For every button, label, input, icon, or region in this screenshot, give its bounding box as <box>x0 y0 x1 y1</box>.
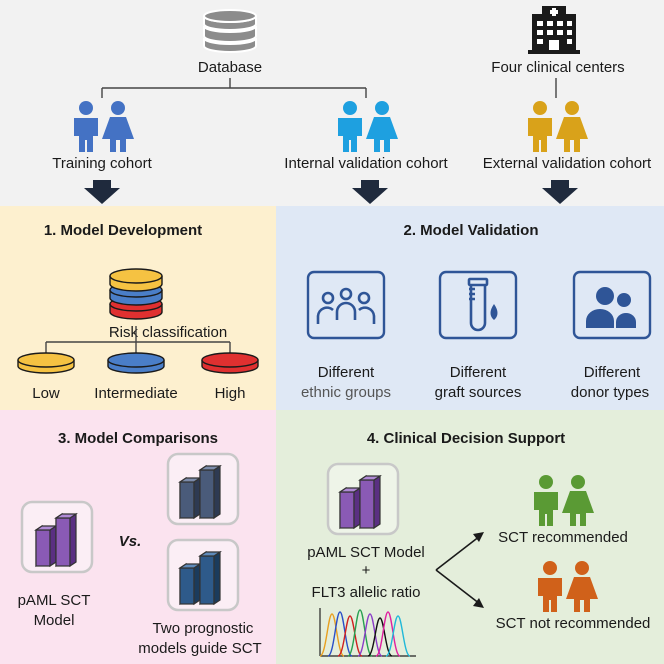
ethnic-line2: ethnic groups <box>300 384 392 401</box>
two-models-line2: models guide SCT <box>138 640 262 657</box>
prognostic-model-b-bar-icon <box>166 538 240 612</box>
flt3-label: FLT3 allelic ratio <box>311 584 421 601</box>
ethnic-groups-icon <box>306 270 386 340</box>
vs-label: Vs. <box>118 533 142 550</box>
cohort-connectors <box>101 78 557 98</box>
donor-line2: donor types <box>570 384 650 401</box>
pAML-model-line1: pAML SCT <box>17 592 91 609</box>
low-risk-disc-icon <box>17 352 75 374</box>
ethnic-line1: Different <box>317 364 375 381</box>
database-icon <box>203 9 257 53</box>
database-label: Database <box>197 59 263 76</box>
intermediate-risk-disc-icon <box>107 352 165 374</box>
low-label: Low <box>32 385 60 402</box>
plus-label: + <box>361 562 371 579</box>
external-people-icon <box>528 101 588 152</box>
panel-clinical-decision-support <box>276 410 664 664</box>
centers-label: Four clinical centers <box>491 59 625 76</box>
training-people-icon <box>74 101 134 152</box>
chromatogram-icon <box>319 608 416 657</box>
panel4-model-label: pAML SCT Model <box>307 544 425 561</box>
training-cohort-label: Training cohort <box>52 155 152 172</box>
risk-classification-label: Risk classification <box>108 324 228 341</box>
decision-arrows <box>435 532 484 608</box>
panel3-title: 3. Model Comparisons <box>57 430 219 447</box>
panel1-title: 1. Model Development <box>43 222 203 239</box>
graft-line2: graft sources <box>434 384 522 401</box>
pAML-model-line2: Model <box>33 612 75 629</box>
sct-recommended-label: SCT recommended <box>498 529 628 546</box>
hospital-icon <box>528 6 580 54</box>
high-risk-disc-icon <box>201 352 259 374</box>
down-arrow-icon <box>84 180 578 204</box>
two-models-line1: Two prognostic <box>152 620 254 637</box>
donor-line1: Different <box>583 364 641 381</box>
donor-types-icon <box>572 270 652 340</box>
internal-cohort-label: Internal validation cohort <box>284 155 448 172</box>
pAML-model-bar-icon <box>20 500 94 574</box>
high-label: High <box>214 385 246 402</box>
not-recommended-people-icon <box>538 561 598 612</box>
external-cohort-label: External validation cohort <box>482 155 652 172</box>
sct-not-recommended-label: SCT not recommended <box>495 615 651 632</box>
panel4-title: 4. Clinical Decision Support <box>366 430 566 447</box>
intermediate-label: Intermediate <box>94 385 178 402</box>
panel2-title: 2. Model Validation <box>403 222 539 239</box>
graft-line1: Different <box>449 364 507 381</box>
prognostic-model-a-bar-icon <box>166 452 240 526</box>
risk-tree-connectors <box>45 326 231 354</box>
graft-sources-icon <box>438 270 518 340</box>
panel4-model-bar-icon <box>326 462 400 536</box>
internal-people-icon <box>338 101 398 152</box>
database-stack-icon <box>109 268 163 320</box>
recommended-people-icon <box>534 475 594 526</box>
